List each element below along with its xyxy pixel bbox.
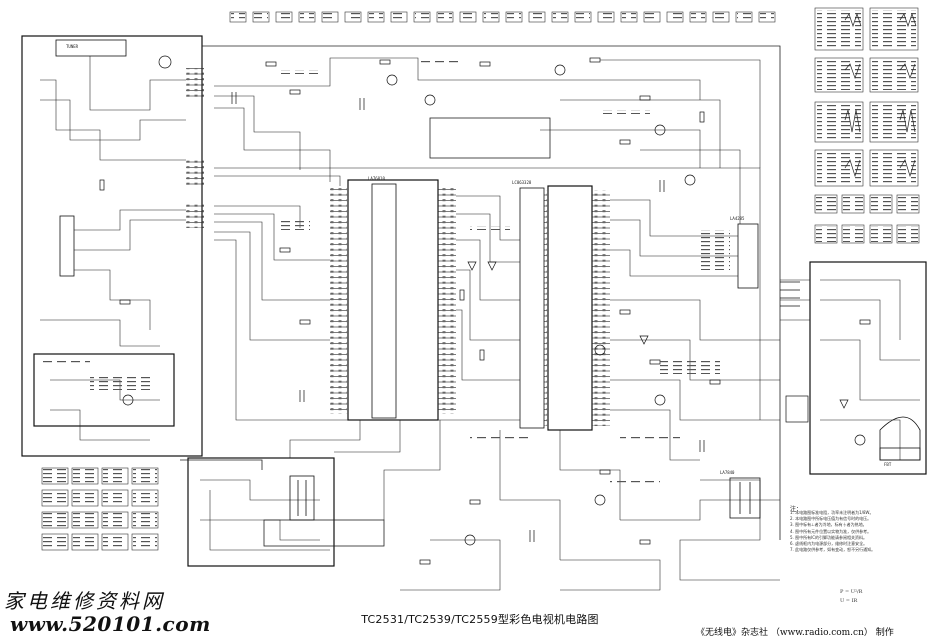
ic-label-vertical: LA7840 bbox=[720, 470, 735, 475]
formula-line: U = IR bbox=[840, 598, 858, 604]
transformer-symbols bbox=[289, 416, 921, 521]
note-line: 2. 本电路图中所标电压值为有信号时的电压。 bbox=[790, 516, 872, 522]
ic-label-cpu: LC863328 bbox=[512, 180, 532, 185]
circuit-wiring bbox=[40, 56, 920, 591]
ic-label-flyback: FBT bbox=[884, 462, 892, 467]
waveform-legend-row-top bbox=[229, 11, 776, 23]
waveform-table-column-right bbox=[814, 7, 920, 244]
note-line: 1. 本电路图标准电阻，功率未注明者为1/8W。 bbox=[790, 510, 874, 515]
publisher-credit: 《无线电》杂志社 （www.radio.com.cn） 制作 bbox=[696, 628, 894, 638]
component-symbols bbox=[99, 55, 871, 565]
notes-heading: 注： bbox=[790, 506, 803, 513]
ic-label-main: LA76810 bbox=[368, 176, 385, 181]
ic-label-sound: LA4285 bbox=[730, 216, 745, 221]
page-title: TC2531/TC2539/TC2559型彩色电视机电路图 bbox=[361, 613, 599, 626]
section-frames bbox=[21, 35, 927, 567]
ic-pin-rows bbox=[186, 68, 610, 426]
formula-block: P = U²/R U = IR bbox=[840, 588, 862, 606]
note-line: 3. 图中标有⊥者为冷地，标有⏚者为热地。 bbox=[790, 522, 867, 528]
waveform-table-bottom-left bbox=[41, 467, 159, 551]
note-line: 7. 此电路仅供参考，如有变动，恕不另行通知。 bbox=[790, 547, 876, 553]
note-line: 4. 图中所有元件位置以实物为准，仅供参考。 bbox=[790, 528, 872, 534]
watermark-site-url[interactable]: www.520101.com bbox=[10, 612, 211, 636]
watermark-site-name: 家电维修资料网 bbox=[4, 589, 165, 613]
designator-text-blocks bbox=[40, 60, 730, 484]
ic-label-tuner: TUNER bbox=[66, 44, 79, 49]
note-line: 5. 图中所有IC的引脚功能请参阅相关资料。 bbox=[790, 534, 868, 540]
formula-line: P = U²/R bbox=[840, 589, 863, 595]
note-line: 6. 虚线框内为电源部分，维修时注意安全。 bbox=[790, 541, 868, 547]
notes-block: 1. 本电路图标准电阻，功率未注明者为1/8W。 2. 本电路图中所标电压值为有… bbox=[790, 502, 920, 553]
